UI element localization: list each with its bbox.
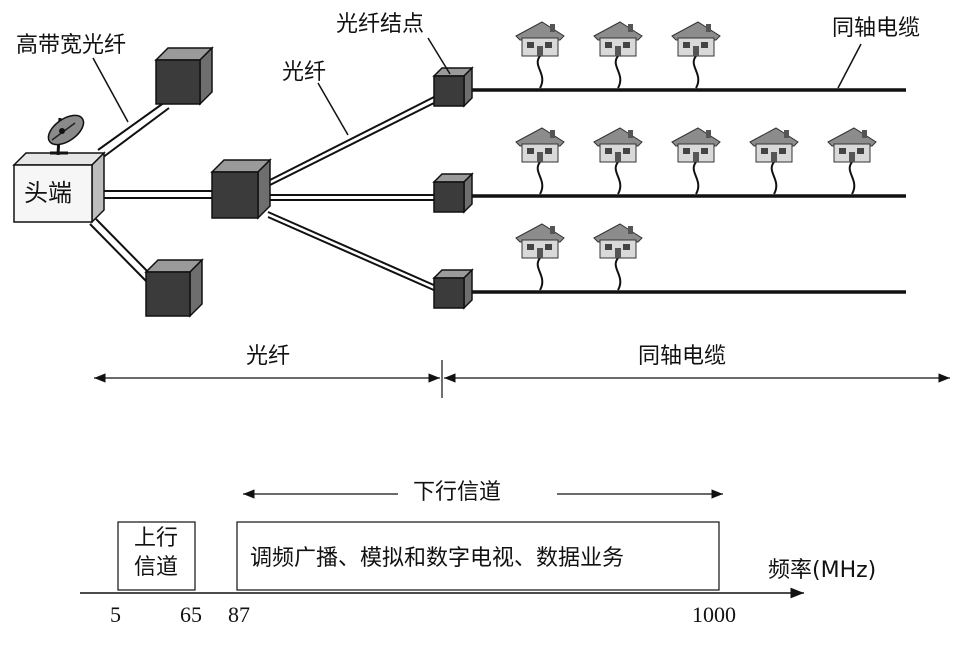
downstream-content: 调频广播、模拟和数字电视、数据业务 [250,546,625,571]
spectrum-diagram [80,489,804,599]
span-arrows [94,360,950,398]
fiber-node-cube-2 [432,172,474,214]
house-icon [671,21,721,89]
house-icon [827,127,877,195]
house-icon [515,21,565,89]
span-fiber-label: 光纤 [246,344,291,369]
span-coax-label: 同轴电缆 [638,344,727,369]
hub-cube-top [154,46,214,106]
house-icon [671,127,721,195]
upstream-label-line2: 信道 [134,555,179,580]
fiber-links [267,95,437,292]
house-icon [749,127,799,195]
headend-label: 头端 [24,179,72,207]
coax-label: 同轴电缆 [832,16,921,41]
fiber-node-cube-1 [432,66,474,108]
broadband-fiber-links [89,101,215,282]
headend [12,114,106,224]
house-icon [593,127,643,195]
frequency-axis-label: 频率(MHz) [768,558,877,583]
satellite-dish-icon [47,114,85,156]
hub-cube-bottom [144,258,204,318]
downstream-title: 下行信道 [413,480,502,505]
upstream-channel-box [117,521,196,591]
tick-label-5: 5 [110,602,121,627]
tick-label-1000: 1000 [692,602,736,627]
fiber-label: 光纤 [282,60,327,85]
house-icon [593,21,643,89]
downstream-channel-box [236,521,720,591]
tick-label-87: 87 [228,602,250,627]
upstream-label-line1: 上行 [134,526,179,551]
house-icon [593,223,643,291]
house-icon [515,223,565,291]
house-icon [515,127,565,195]
fiber-splitter-cube [210,158,272,220]
leader-lines [92,37,862,136]
tick-label-65: 65 [180,602,202,627]
fiber-node-label: 光纤结点 [336,12,425,37]
coax-links [470,88,906,294]
fiber-node-cube-3 [432,268,474,310]
broadband-fiber-label: 高带宽光纤 [16,33,127,58]
